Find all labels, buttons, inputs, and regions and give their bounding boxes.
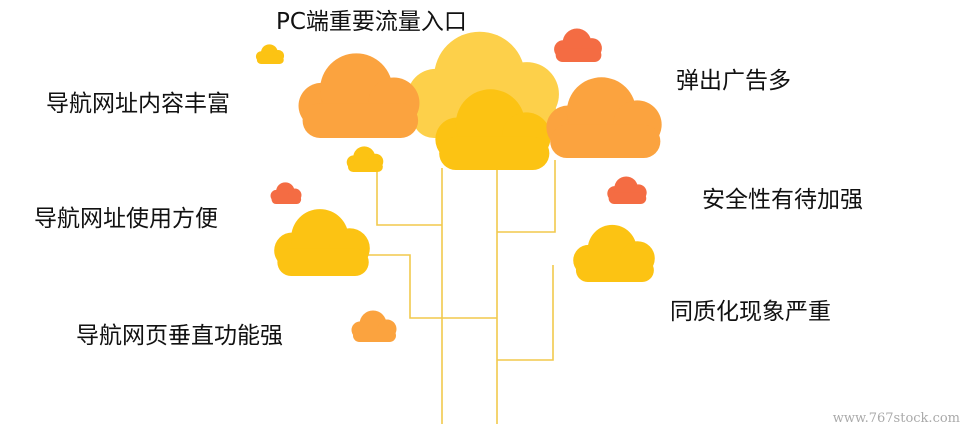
- cloud-orange-left: [298, 53, 420, 138]
- label-left-3: 导航网页垂直功能强: [76, 323, 283, 349]
- cloud-small-red-right: [607, 176, 647, 204]
- branch-line: [497, 160, 556, 233]
- cloud-small-mid-left: [346, 146, 384, 172]
- label-top: PC端重要流量入口: [276, 9, 467, 35]
- cloud-medium-right: [573, 224, 655, 282]
- cloud-small-bottom-left: [351, 310, 397, 342]
- cloud-small-top-right: [554, 28, 602, 62]
- branch-line: [376, 163, 442, 226]
- label-left-2: 导航网址使用方便: [34, 206, 218, 232]
- label-left-1: 导航网址内容丰富: [46, 91, 230, 117]
- label-right-1: 弹出广告多: [676, 68, 791, 94]
- branch-line: [497, 265, 554, 361]
- cloud-small-top-left: [255, 44, 285, 64]
- cloud-small-red-left: [270, 182, 302, 204]
- watermark: www.767stock.com: [832, 411, 960, 426]
- tree-lines: [326, 160, 556, 424]
- label-right-2: 安全性有待加强: [702, 187, 863, 213]
- cloud-medium-left: [274, 209, 370, 276]
- label-right-3: 同质化现象严重: [670, 299, 831, 325]
- cloud-orange-right: [546, 77, 662, 158]
